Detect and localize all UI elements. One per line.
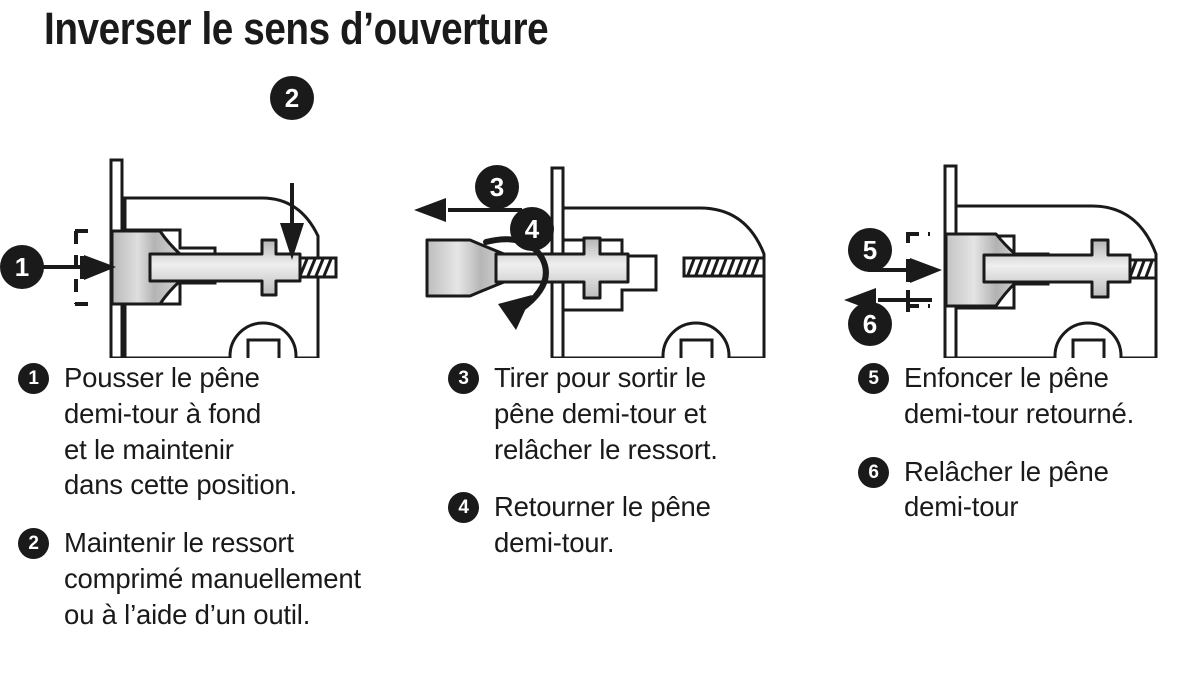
latch-stem bbox=[148, 238, 302, 297]
svg-text:2: 2 bbox=[285, 83, 299, 113]
step-item: 6 Relâcher le pêne demi-tour bbox=[858, 454, 1204, 526]
spindle-hole bbox=[661, 321, 731, 358]
latch-bolt-head bbox=[110, 229, 182, 306]
step-item: 4 Retourner le pêne demi-tour. bbox=[448, 489, 848, 561]
figure-2-latch-removed-rotated: 3 4 bbox=[400, 68, 820, 358]
svg-text:6: 6 bbox=[863, 309, 877, 339]
spindle-hole bbox=[228, 321, 298, 358]
arrow-push-right bbox=[42, 255, 116, 280]
caption-column-2: 3 Tirer pour sortir le pêne demi-tour et… bbox=[448, 360, 848, 583]
step-badge: 4 bbox=[448, 492, 479, 524]
figure-marker-3: 3 bbox=[475, 165, 519, 209]
step-item: 3 Tirer pour sortir le pêne demi-tour et… bbox=[448, 360, 848, 467]
latch-bolt-head bbox=[425, 238, 506, 298]
spring-hatch bbox=[1124, 258, 1158, 280]
figure-marker-6: 6 bbox=[848, 302, 892, 346]
step-text: Pousser le pêne demi-tour à fond et le m… bbox=[64, 362, 297, 501]
caption-column-3: 5 Enfoncer le pêne demi-tour retourné. 6… bbox=[858, 360, 1204, 547]
leader-line-2 bbox=[280, 183, 304, 260]
figure-marker-1: 1 bbox=[0, 245, 44, 289]
step-badge: 6 bbox=[858, 456, 889, 488]
spring-hatch bbox=[682, 256, 766, 278]
figure-marker-5: 5 bbox=[848, 228, 892, 272]
step-item: 1 Pousser le pêne demi-tour à fond et le… bbox=[18, 360, 438, 503]
spindle-hole bbox=[1053, 321, 1123, 358]
step-badge: 2 bbox=[18, 528, 49, 559]
latch-stem bbox=[494, 236, 630, 300]
arrow-rotate-curved bbox=[483, 236, 549, 330]
step-badge: 3 bbox=[448, 363, 479, 394]
figure-strip: 1 2 bbox=[0, 68, 1204, 358]
step-item: 5 Enfoncer le pêne demi-tour retourné. bbox=[858, 360, 1204, 432]
latch-stem bbox=[982, 238, 1132, 299]
svg-text:5: 5 bbox=[863, 235, 877, 265]
svg-text:1: 1 bbox=[15, 252, 29, 282]
svg-text:4: 4 bbox=[525, 214, 540, 244]
figure-marker-2: 2 bbox=[270, 76, 314, 120]
step-badge: 1 bbox=[18, 363, 49, 394]
step-text: Enfoncer le pêne demi-tour retourné. bbox=[904, 362, 1135, 429]
arrow-pull-left bbox=[414, 198, 522, 222]
page-title: Inverser le sens d’ouverture bbox=[44, 3, 549, 54]
step-item: 2 Maintenir le ressort comprimé manuelle… bbox=[18, 525, 438, 632]
caption-column-1: 1 Pousser le pêne demi-tour à fond et le… bbox=[18, 360, 438, 654]
figure-marker-4: 4 bbox=[510, 207, 554, 251]
figure-1-latch-pushed-in: 1 2 bbox=[0, 68, 400, 358]
spring-hatch bbox=[294, 256, 338, 279]
latch-bolt-head-reversed bbox=[944, 232, 1018, 308]
svg-text:3: 3 bbox=[490, 172, 504, 202]
figure-3-latch-reinserted-reversed: 5 6 bbox=[820, 68, 1204, 358]
step-text: Relâcher le pêne demi-tour bbox=[904, 455, 1109, 523]
step-text: Maintenir le ressort comprimé manuelleme… bbox=[64, 527, 361, 630]
step-text: Retourner le pêne demi-tour. bbox=[494, 491, 711, 558]
step-badge: 5 bbox=[858, 363, 889, 394]
caption-area: 1 Pousser le pêne demi-tour à fond et le… bbox=[0, 360, 1204, 676]
step-text: Tirer pour sortir le pêne demi-tour et r… bbox=[494, 362, 718, 465]
